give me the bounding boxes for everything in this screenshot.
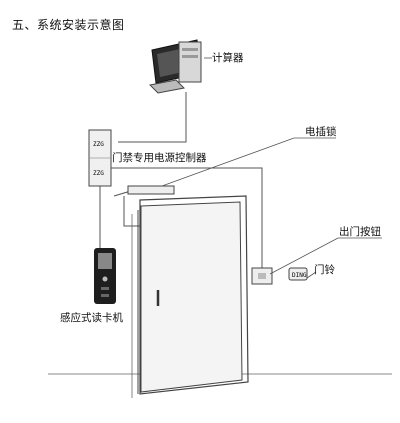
controller-mark-bottom: ZZG <box>93 170 104 177</box>
label-exit-button: 出门按钮 <box>339 226 381 238</box>
card-reader <box>94 248 116 304</box>
leader-exit-button <box>269 237 339 275</box>
svg-text:DING: DING <box>292 272 307 279</box>
wire-left-to-door <box>123 196 140 227</box>
leader-doorbell <box>306 271 317 279</box>
controller-mark-top: ZZG <box>93 141 104 148</box>
electric-lock <box>127 185 175 195</box>
label-doorbell: 门铃 <box>314 264 335 276</box>
leader-lock <box>161 137 295 187</box>
label-lock: 电插锁 <box>305 126 337 138</box>
doorbell-device: DING <box>288 267 308 281</box>
label-controller: 门禁专用电源控制器 <box>112 152 207 164</box>
door-frame <box>139 195 249 395</box>
wire-computer-controller <box>118 92 187 143</box>
wire-controller-lock <box>111 167 263 268</box>
label-computer: 计算器 <box>212 52 244 64</box>
power-controller-box: ZZG ZZG <box>88 129 112 187</box>
label-reader: 感应式读卡机 <box>60 312 123 324</box>
page-title: 五、系统安装示意图 <box>12 18 125 32</box>
door-leaf <box>140 201 243 393</box>
exit-button-device <box>251 267 273 285</box>
computer-icon <box>148 39 202 94</box>
